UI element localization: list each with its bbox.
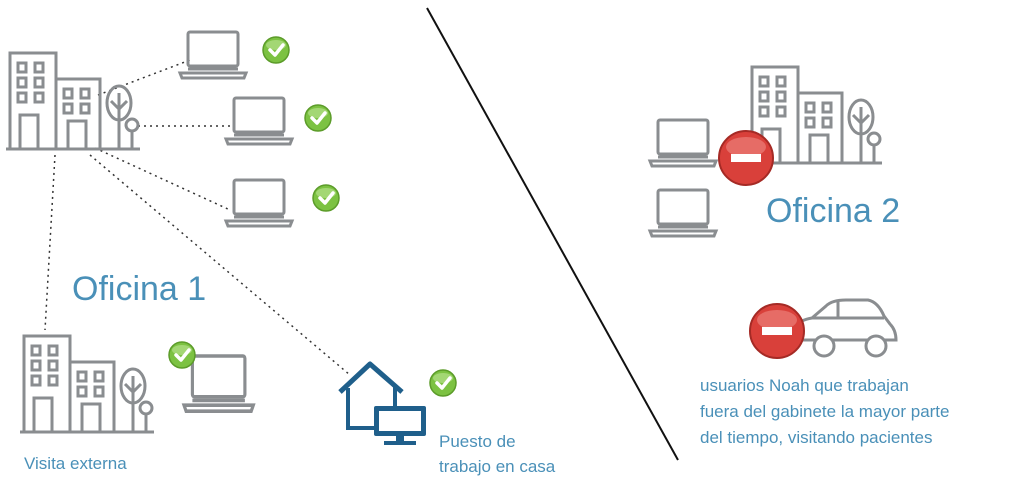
laptop-icon xyxy=(648,188,718,238)
home-workstation-icon xyxy=(338,361,426,445)
laptop-icon xyxy=(178,30,248,80)
blocked-icon xyxy=(749,303,805,359)
office-building-icon xyxy=(18,334,156,434)
blocked-icon xyxy=(718,130,774,186)
check-icon xyxy=(167,340,197,370)
check-icon xyxy=(428,368,458,398)
connection-line xyxy=(89,154,351,376)
car-icon xyxy=(794,298,898,358)
check-icon xyxy=(261,35,291,65)
connection-line xyxy=(97,59,191,96)
connection-line xyxy=(44,154,56,331)
home-workstation-label-line1: Puesto de xyxy=(439,432,516,451)
noah-users-label-line2: fuera del gabinete la mayor parte xyxy=(700,402,950,421)
home-workstation-label-line2: trabajo en casa xyxy=(439,457,556,476)
connection-line xyxy=(94,147,231,211)
laptop-icon xyxy=(648,118,718,168)
check-icon xyxy=(311,183,341,213)
office2-label: Oficina 2 xyxy=(766,192,901,230)
laptop-icon xyxy=(224,178,294,228)
noah-users-label-line3: del tiempo, visitando pacientes xyxy=(700,428,933,447)
office-building-icon xyxy=(4,51,142,151)
check-icon xyxy=(303,103,333,133)
external-visit-label: Visita externa xyxy=(24,454,127,473)
divider-line xyxy=(426,7,679,461)
laptop-icon xyxy=(224,96,294,146)
office1-label: Oficina 1 xyxy=(72,270,207,308)
laptop-icon xyxy=(182,354,256,414)
noah-users-label-line1: usuarios Noah que trabajan xyxy=(700,376,909,395)
